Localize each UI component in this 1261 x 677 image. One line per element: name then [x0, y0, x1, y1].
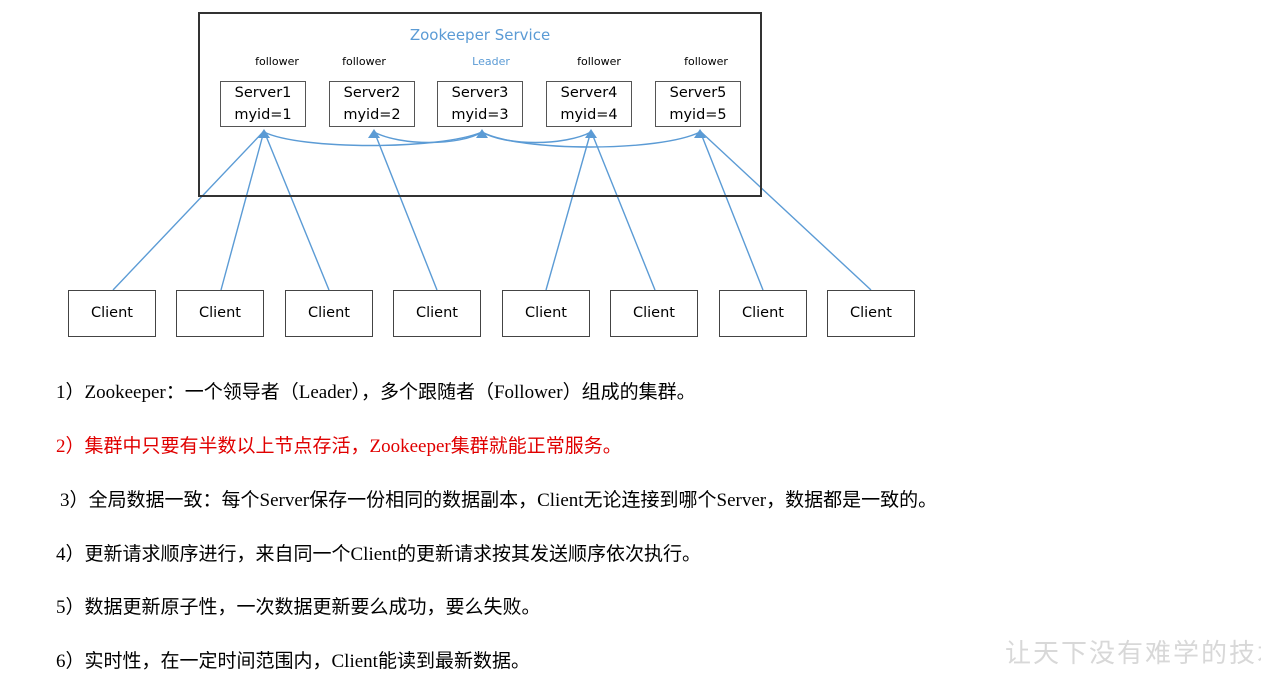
server-box-4: Server4 myid=4 — [546, 81, 632, 127]
client-link-8 — [699, 130, 872, 291]
arrowhead-1 — [258, 129, 270, 138]
server-name: Server1 — [234, 85, 292, 101]
note-3: 3）全局数据一致：每个Server保存一份相同的数据副本，Client无论连接到… — [60, 490, 938, 511]
client-box-2: Client — [176, 290, 264, 337]
server-myid: myid=4 — [560, 107, 618, 123]
server-arc-5 — [481, 131, 701, 148]
client-box-5: Client — [502, 290, 590, 337]
server-box-1: Server1 myid=1 — [220, 81, 306, 127]
server-myid: myid=1 — [234, 107, 292, 123]
note-5: 5）数据更新原子性，一次数据更新要么成功，要么失败。 — [56, 597, 541, 618]
arrowhead-2 — [368, 129, 380, 138]
client-box-1: Client — [68, 290, 156, 337]
server5-role: follower — [684, 55, 728, 68]
client-box-6: Client — [610, 290, 698, 337]
client-link-4 — [373, 130, 438, 291]
service-title: Zookeeper Service — [409, 26, 551, 44]
client-link-2 — [220, 130, 265, 291]
client-box-8: Client — [827, 290, 915, 337]
server-name: Server5 — [669, 85, 727, 101]
server2-role: follower — [342, 55, 386, 68]
server-arc-2 — [373, 131, 483, 144]
client-box-3: Client — [285, 290, 373, 337]
server-name: Server2 — [343, 85, 401, 101]
server3-role: Leader — [472, 55, 510, 68]
arrowhead-4 — [585, 129, 597, 138]
note-1: 1）Zookeeper：一个领导者（Leader），多个跟随者（Follower… — [56, 382, 696, 403]
server-name: Server4 — [560, 85, 618, 101]
server1-role: follower — [255, 55, 299, 68]
server-box-3: Server3 myid=3 — [437, 81, 523, 127]
server-name: Server3 — [451, 85, 509, 101]
note-4: 4）更新请求顺序进行，来自同一个Client的更新请求按其发送顺序依次执行。 — [56, 544, 701, 565]
arrowhead-5 — [694, 129, 706, 138]
client-link-6 — [590, 130, 656, 291]
client-link-1 — [112, 130, 265, 291]
server-myid: myid=3 — [451, 107, 509, 123]
zookeeper-service-box — [198, 12, 762, 197]
server-myid: myid=5 — [669, 107, 727, 123]
arrowhead-3 — [476, 129, 488, 138]
note-2: 2）集群中只要有半数以上节点存活，Zookeeper集群就能正常服务。 — [56, 436, 622, 457]
server-box-5: Server5 myid=5 — [655, 81, 741, 127]
client-link-7 — [699, 130, 764, 291]
server-box-2: Server2 myid=2 — [329, 81, 415, 127]
note-6: 6）实时性，在一定时间范围内，Client能读到最新数据。 — [56, 651, 530, 672]
client-link-5 — [545, 130, 592, 291]
server4-role: follower — [577, 55, 621, 68]
client-box-4: Client — [393, 290, 481, 337]
server-myid: myid=2 — [343, 107, 401, 123]
client-box-7: Client — [719, 290, 807, 337]
watermark: 让天下没有难学的技术 — [1005, 639, 1261, 669]
client-link-3 — [263, 130, 330, 291]
server-arc-1 — [263, 131, 483, 147]
